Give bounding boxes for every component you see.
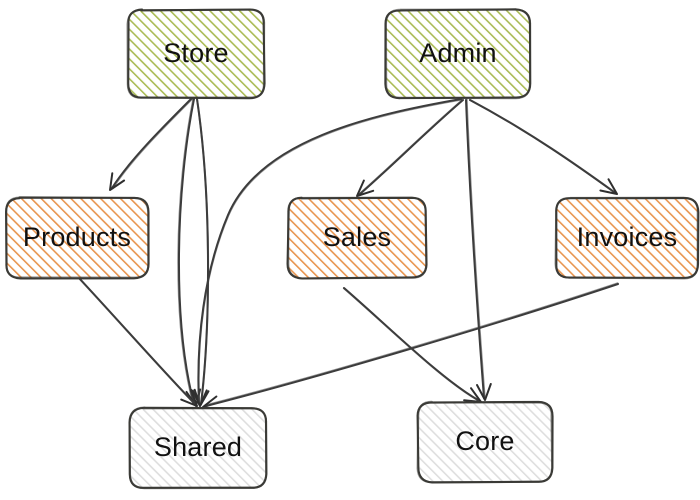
edge-arrowhead — [476, 383, 492, 401]
edge-sales-core — [342, 287, 482, 403]
node-label-core: Core — [455, 426, 514, 456]
edge-line-shadow — [469, 99, 616, 194]
edge-line-shadow — [111, 97, 194, 190]
node-fill — [128, 9, 265, 99]
node-label-invoices: Invoices — [577, 222, 678, 252]
node-border-sketch — [416, 400, 554, 484]
node-invoices[interactable]: Invoices — [554, 196, 700, 280]
edge-line-shadow — [196, 98, 210, 406]
edge-arrowhead — [191, 389, 208, 407]
node-fill — [6, 197, 149, 279]
node-label-sales: Sales — [323, 222, 392, 252]
edge-products-shared — [77, 276, 198, 407]
node-fill — [417, 401, 553, 483]
edge-admin-sales — [356, 99, 464, 197]
node-store[interactable]: Store — [126, 8, 266, 100]
node-fill — [129, 407, 267, 488]
edge-arrowhead — [180, 389, 198, 407]
edge-line-shadow — [77, 276, 196, 405]
node-border-sketch — [554, 196, 699, 280]
edge-arrowhead — [463, 387, 482, 403]
edge-line — [469, 99, 615, 193]
node-admin[interactable]: Admin — [384, 8, 532, 100]
node-fill — [556, 198, 699, 278]
node-core[interactable]: Core — [416, 400, 554, 484]
node-fill — [385, 9, 531, 99]
edge-admin-shared — [191, 98, 463, 407]
node-border-sketch — [384, 8, 532, 100]
edge-line-shadow — [197, 98, 463, 406]
edge-store-shared-a — [177, 98, 202, 407]
edge-store-shared-b — [193, 98, 210, 407]
edge-line-shadow — [358, 99, 464, 196]
node-label-store: Store — [163, 38, 229, 68]
node-fill — [287, 197, 427, 279]
node-shared[interactable]: Shared — [128, 406, 268, 490]
edge-arrowhead — [356, 179, 375, 197]
edge-store-products — [109, 97, 194, 191]
node-border-sketch — [128, 406, 268, 490]
node-label-shared: Shared — [154, 432, 242, 462]
edge-line-shadow — [342, 287, 479, 402]
node-label-admin: Admin — [419, 38, 497, 68]
edge-arrowhead — [109, 172, 126, 191]
edge-line-shadow — [204, 282, 619, 407]
edge-admin-core — [465, 98, 492, 401]
node-border-sketch — [126, 8, 266, 99]
node-label-products: Products — [23, 222, 131, 252]
edge-arrowhead — [599, 178, 618, 195]
edge-line-shadow — [177, 98, 195, 406]
node-products[interactable]: Products — [5, 196, 150, 280]
node-border-sketch — [287, 196, 428, 280]
edge-line-shadow — [465, 98, 486, 399]
node-sales[interactable]: Sales — [286, 196, 428, 280]
edge-admin-invoices — [469, 99, 618, 195]
edge-layer — [77, 97, 619, 411]
node-border-sketch — [5, 196, 150, 279]
